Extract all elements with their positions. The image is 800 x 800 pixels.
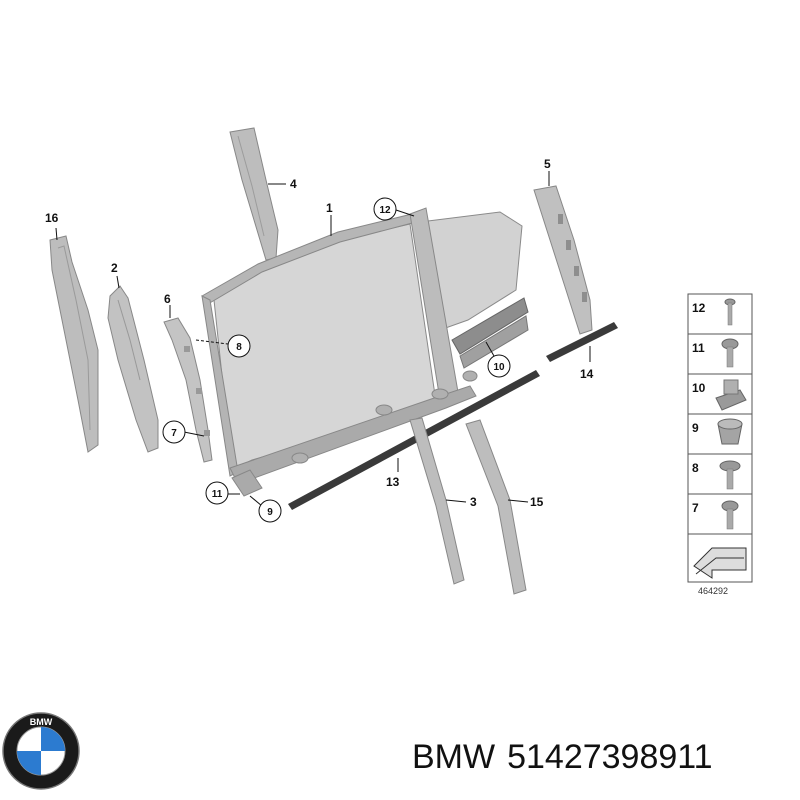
part-3-lower-trim <box>409 417 465 585</box>
part-number: 51427398911 <box>507 738 713 776</box>
callout-3: 3 <box>470 495 477 509</box>
callout-9: 9 <box>249 495 282 523</box>
screw-icon <box>721 500 739 530</box>
legend-item-10: 10 <box>692 379 747 411</box>
callout-13: 13 <box>386 475 400 489</box>
callout-14: 14 <box>580 367 594 381</box>
svg-text:9: 9 <box>267 507 273 518</box>
part-16-pillar-trim <box>49 235 99 453</box>
svg-text:9: 9 <box>692 421 699 435</box>
callout-5: 5 <box>544 157 551 171</box>
svg-text:11: 11 <box>692 341 705 355</box>
legend-item-7: 7 <box>692 500 739 530</box>
callout-10: 10 <box>485 341 511 378</box>
part-5-rear-trim <box>533 185 593 335</box>
bmw-logo: BMW <box>2 712 80 790</box>
arrow-icon <box>693 547 747 579</box>
legend-item-11: 11 <box>692 338 739 368</box>
callout-2: 2 <box>111 261 118 275</box>
part-2-pillar-cover <box>107 285 159 453</box>
svg-text:12: 12 <box>692 301 706 315</box>
callout-4: 4 <box>290 177 297 191</box>
svg-text:BMW: BMW <box>30 717 53 727</box>
part-6-trim-strip <box>163 317 213 463</box>
part-14-seal-strip <box>546 322 618 362</box>
svg-text:8: 8 <box>692 461 699 475</box>
part-13-seal-strip <box>288 370 540 510</box>
legend-item-8: 8 <box>692 460 741 490</box>
part-1-window-frame <box>201 207 529 497</box>
svg-text:12: 12 <box>379 205 391 216</box>
clip-icon <box>715 379 747 411</box>
callout-15: 15 <box>530 495 544 509</box>
legend-item-12: 12 <box>692 298 736 326</box>
screw-icon <box>719 460 741 490</box>
svg-text:10: 10 <box>493 362 505 373</box>
diagram-id: 464292 <box>698 586 728 596</box>
brand-part-number: BMW 51427398911 <box>412 738 713 777</box>
callout-12: 12 <box>373 197 415 221</box>
nut-clip-icon <box>717 418 743 445</box>
svg-text:8: 8 <box>236 342 242 353</box>
callout-8: 8 <box>195 334 251 358</box>
svg-text:7: 7 <box>692 501 699 515</box>
part-15-lower-trim <box>465 419 527 595</box>
callout-16: 16 <box>45 211 59 225</box>
callout-1: 1 <box>326 201 333 215</box>
legend-item-9: 9 <box>692 418 743 445</box>
part-4-upper-trim <box>229 127 279 261</box>
callout-6: 6 <box>164 292 171 306</box>
callout-7: 7 <box>162 420 205 444</box>
brand-name: BMW <box>412 738 496 776</box>
svg-text:11: 11 <box>212 489 223 500</box>
callout-11: 11 <box>205 481 240 505</box>
screw-icon <box>724 298 736 326</box>
fastener-legend: 12 11 10 9 <box>687 293 753 596</box>
svg-text:10: 10 <box>692 381 706 395</box>
svg-text:7: 7 <box>171 428 177 439</box>
screw-icon <box>721 338 739 368</box>
